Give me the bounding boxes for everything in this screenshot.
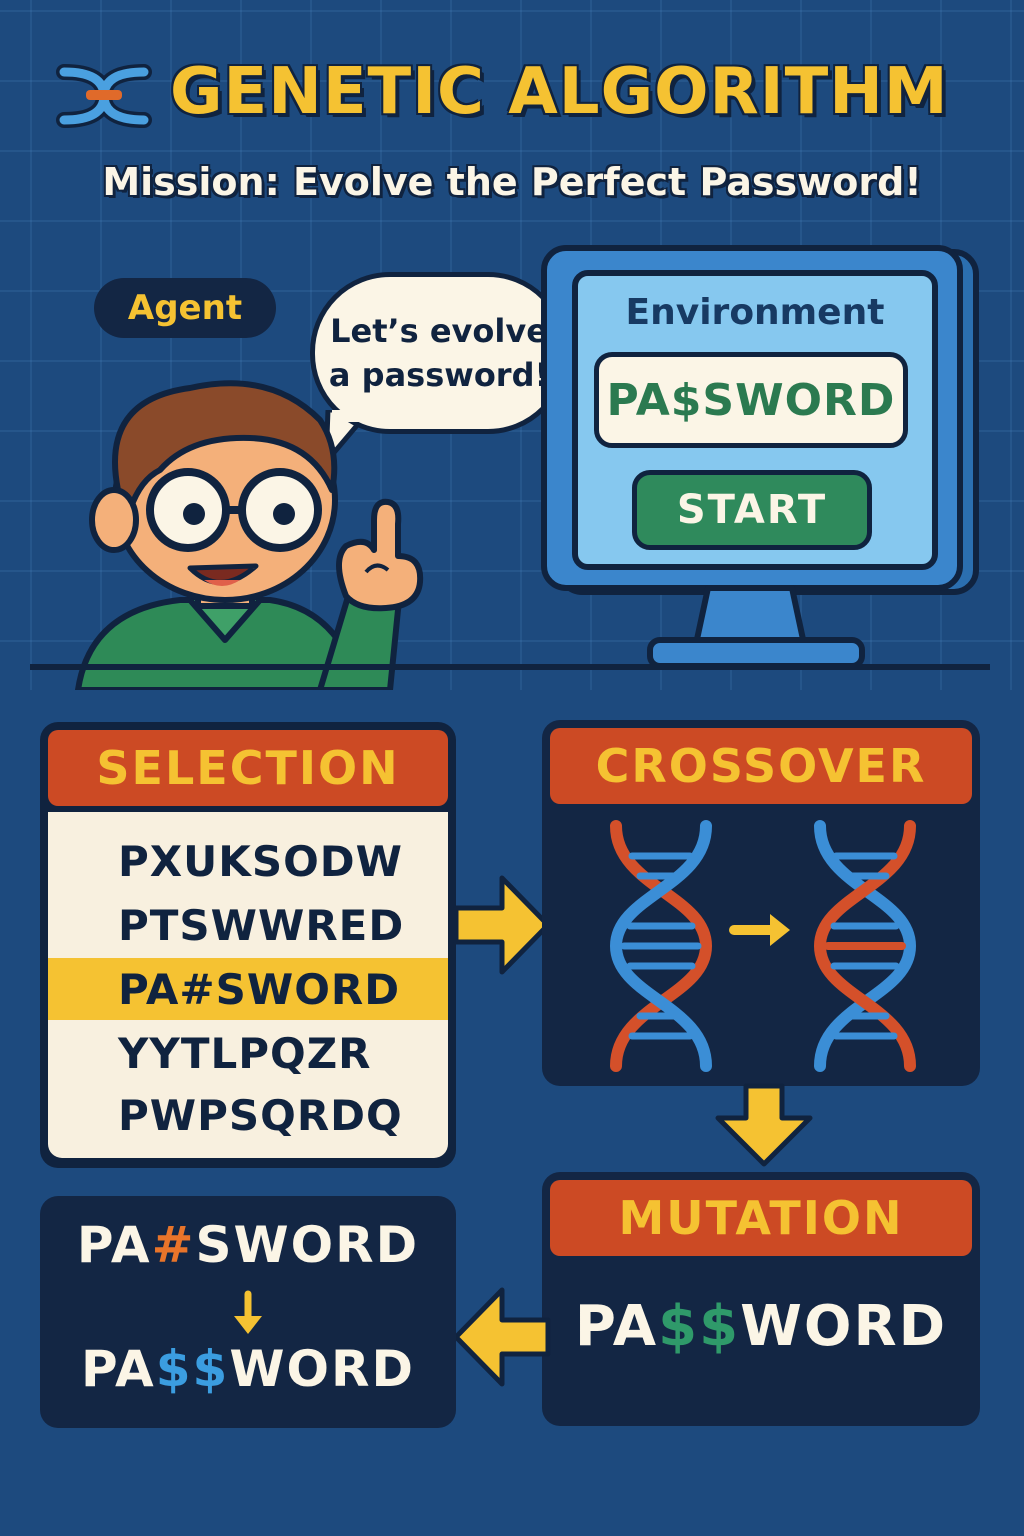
- speech-line-1: Let’s evolve: [330, 312, 548, 350]
- mutation-header: MUTATION: [550, 1180, 972, 1256]
- desk-divider: [30, 664, 990, 670]
- before-word: PA#SWORD: [40, 1216, 456, 1274]
- candidate-item: PXUKSODW: [118, 836, 403, 886]
- after-word: PA$$WORD: [40, 1340, 456, 1398]
- environment-label: Environment: [625, 292, 885, 333]
- arrow-right-small-icon: [729, 914, 790, 946]
- speech-line-2: a password!: [328, 356, 550, 394]
- word-suffix: WORD: [740, 1294, 948, 1359]
- selection-candidate-list: PXUKSODW PTSWWRED PA#SWORD YYTLPQZR PWPS…: [48, 812, 448, 1158]
- candidate-item-selected: PA#SWORD: [48, 958, 448, 1020]
- word-prefix: PA: [76, 1216, 152, 1274]
- crossover-header: CROSSOVER: [550, 728, 972, 804]
- word-suffix: SWORD: [195, 1216, 420, 1274]
- word-suffix: WORD: [229, 1340, 416, 1398]
- speech-bubble: Let’s evolve a password!: [310, 272, 568, 434]
- arrow-down-icon: [715, 1083, 813, 1167]
- dna-helix-right-icon: [813, 820, 917, 1072]
- mutation-result-word: PA$$WORD: [550, 1294, 972, 1359]
- candidate-item: PWPSQRDQ: [118, 1090, 403, 1140]
- candidate-item: PTSWWRED: [118, 900, 405, 950]
- word-changed-chars: #: [151, 1216, 196, 1274]
- dna-crossover-illustration: [609, 820, 917, 1072]
- arrow-down-small-icon: [234, 1290, 262, 1334]
- word-changed-chars: $$: [155, 1340, 230, 1398]
- environment-password-field[interactable]: PA$SWORD: [594, 352, 908, 448]
- word-prefix: PA: [574, 1294, 659, 1359]
- candidate-item: YYTLPQZR: [118, 1028, 372, 1078]
- arrow-right-icon: [453, 875, 551, 975]
- word-prefix: PA: [80, 1340, 156, 1398]
- dna-helix-left-icon: [609, 820, 713, 1072]
- start-button[interactable]: START: [632, 470, 872, 550]
- arrow-left-icon: [453, 1287, 551, 1387]
- word-mutated-chars: $$: [658, 1294, 741, 1359]
- dna-logo-icon: [56, 64, 152, 128]
- agent-character-illustration: [74, 380, 424, 690]
- agent-label-badge: Agent: [94, 278, 276, 338]
- page-title: GENETIC ALGORITHM: [170, 55, 949, 129]
- selection-header: SELECTION: [48, 730, 448, 806]
- page-subtitle: Mission: Evolve the Perfect Password!: [102, 160, 922, 204]
- bubble-tail-cover: [332, 410, 368, 422]
